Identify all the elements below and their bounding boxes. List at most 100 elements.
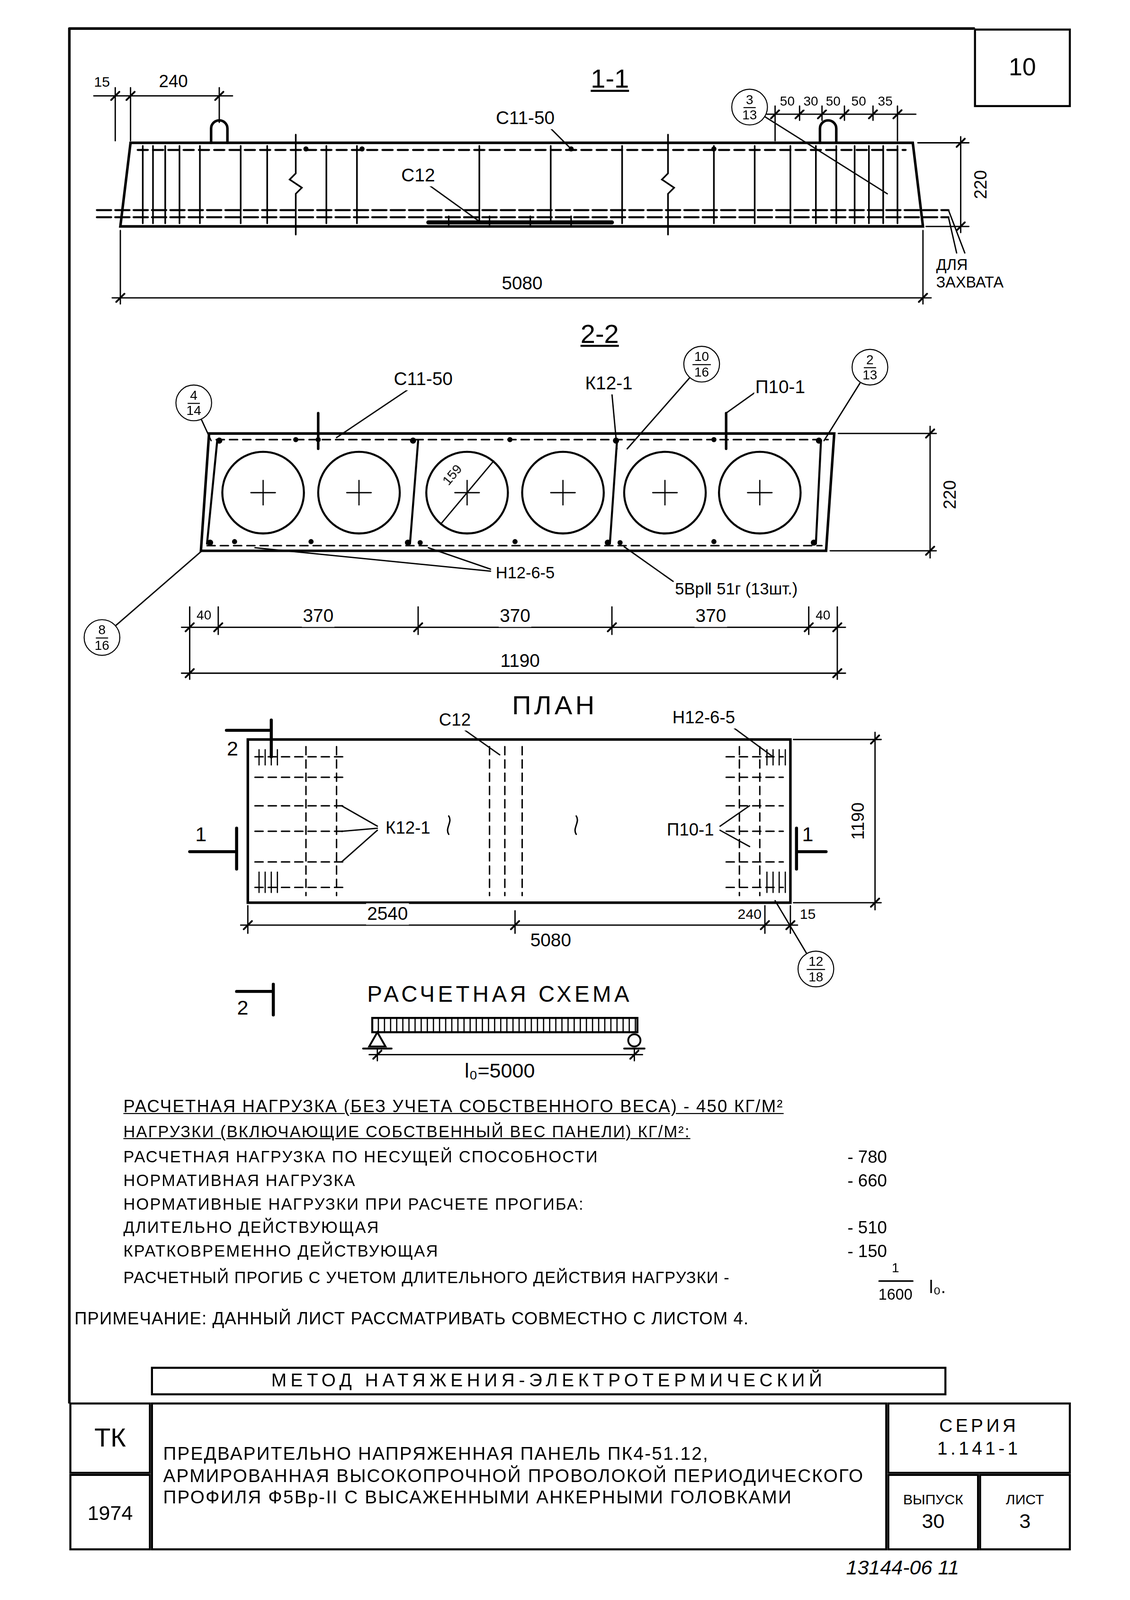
callout-circle: 1016 [683,345,721,383]
note-text: РАСЧЕТНЫЙ ПРОГИБ С УЧЕТОМ ДЛИТЕЛЬНОГО ДЕ… [122,1268,731,1288]
drawing-line [428,220,612,225]
load-hatch [555,1018,557,1032]
load-hatch [512,1018,514,1032]
callout-circle: 313 [731,88,769,126]
drawing-line [308,538,314,545]
callout-circle: 414 [175,384,213,422]
drawing-line [101,364,870,638]
load-hatch [426,1018,429,1032]
part-label: 5ВрⅡ 51г (13шт.) [673,580,799,600]
callout-number: 13 [742,107,757,122]
drawing-line [363,1031,645,1049]
load-hatch [469,1018,471,1032]
drawing-line [189,719,827,1015]
drawing-line [318,412,727,449]
load-hatch [598,1018,600,1032]
load-hatch [500,1018,502,1032]
load-hatch [408,1018,410,1032]
load-hatch [524,1018,527,1032]
callout-circle: 1218 [797,950,835,988]
title-block-cell: 1974 [69,1473,151,1551]
load-hatch [420,1018,422,1032]
drawing-line [206,440,821,544]
load-hatch [518,1018,521,1032]
drawing-line [410,437,417,444]
load-hatch [445,1018,447,1032]
section-1-1 [93,87,969,305]
dimension-label: 370 [694,605,727,627]
drawing-line [112,230,932,305]
part-label: С12 [400,164,436,187]
drawing-line [830,426,937,558]
drawing-line [120,142,924,227]
drawing-line [711,437,717,443]
load-hatch [616,1018,619,1032]
section-mark: 1 [194,822,208,847]
note-text: НОРМАТИВНЫЕ НАГРУЗКИ ПРИ РАСЧЕТЕ ПРОГИБА… [122,1194,586,1214]
drawing-lines [69,28,974,1403]
dimension-label: 220 [971,169,992,200]
drawing-line [251,480,772,505]
load-hatch [622,1018,624,1032]
callout-number: 4 [188,388,200,404]
title-text: ВЫПУСК [903,1491,964,1509]
part-label: П10-1 [665,820,716,841]
drawing-line [568,146,574,152]
drawing-line [185,623,842,678]
drawing-line [726,746,784,896]
title-block-cell: ЛИСТ3 [978,1473,1071,1551]
sheet-frame [69,28,974,1403]
dimension-label: 370 [301,605,335,627]
load-hatch [530,1018,533,1032]
method-box: МЕТОД НАТЯЖЕНИЯ-ЭЛЕКТРОТЕРМИЧЕСКИЙ [151,1366,947,1396]
load-hatch [463,1018,466,1032]
callout-circle: 816 [83,618,121,656]
drawing-line [111,91,224,100]
drawing-line [448,216,572,227]
load-hatch [481,1018,484,1032]
callout-number: 13 [862,367,878,382]
part-label: Н12-6-5 [671,708,737,728]
drawing-line [142,145,898,224]
load-hatch [506,1018,508,1032]
drawing-line [612,437,619,444]
section-title: 1-1 [589,64,630,95]
drawing-line [628,1034,641,1047]
drawing-line [917,136,969,233]
title-text: 3 [1019,1508,1031,1534]
note-text: КРАТКОВРЕМЕННО ДЕЙСТВУЮЩАЯ [122,1241,440,1261]
drawing-line [948,210,965,253]
drawing-line [771,110,902,119]
drawing-line [289,134,675,235]
load-hatch [537,1018,539,1032]
load-hatch [389,1018,392,1032]
view-title: РАСЧЕТНАЯ СХЕМА [366,981,634,1007]
load-hatch [439,1018,441,1032]
drawing-line [816,437,823,444]
callout-circle: 213 [851,348,889,386]
title-block-cell: ПРЕДВАРИТЕЛЬНО НАПРЯЖЕННАЯ ПАНЕЛЬ ПК4-51… [151,1402,888,1551]
note-text: НАГРУЗКИ (ВКЛЮЧАЮЩИЕ СОБСТВЕННЫЙ ВЕС ПАН… [122,1122,691,1142]
load-hatch [628,1018,630,1032]
dimension-label: 1190 [499,650,541,672]
dimension-label: 40 [814,608,832,624]
drawing-line [372,1017,638,1032]
part-label: К12-1 [384,818,432,839]
drawing-line [426,451,508,534]
drawing-line [428,107,888,222]
drawing-line [956,138,965,231]
dimension-label: 220 [940,479,961,511]
callout-number: 18 [808,969,824,984]
drawing-line [870,735,879,907]
note-text: РАСЧЕТНАЯ НАГРУЗКА (БЕЗ УЧЕТА СОБСТВЕННО… [122,1096,785,1117]
drawing-line [303,146,309,152]
dimension-label: 1600 [877,1285,914,1303]
drawing-line [247,739,791,903]
drawing-line [417,539,423,546]
part-label: С11-50 [392,368,454,391]
drawing-line [793,732,881,910]
drawing-line [206,539,214,546]
part-label: П10-1 [753,376,807,399]
note-text: ПРИМЕЧАНИЕ: ДАННЫЙ ЛИСТ РАССМАТРИВАТЬ СО… [73,1308,750,1329]
